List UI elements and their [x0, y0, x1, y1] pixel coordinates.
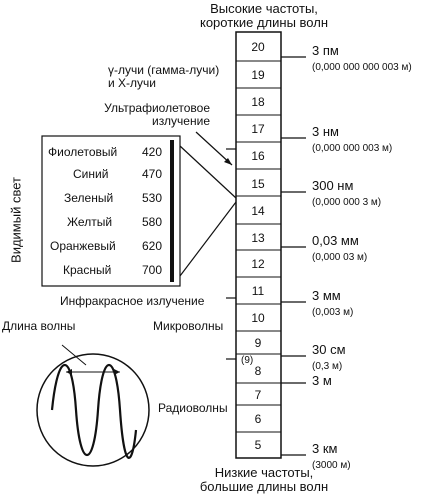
visible-pointer-bottom [179, 201, 237, 277]
scale-14: 14 [251, 204, 265, 218]
visible-row-name: Красный [63, 263, 112, 277]
gamma-label: γ-лучи (гамма-лучи) и Х-лучи [108, 63, 220, 90]
visible-row-name: Фиолетовый [48, 145, 118, 159]
visible-row-name: Оранжевый [50, 239, 116, 253]
ir-label: Инфракрасное излучение [60, 294, 205, 308]
sine-wave [50, 363, 138, 459]
scale-15: 15 [251, 177, 265, 191]
visible-row-nm: 420 [142, 145, 163, 159]
visible-row-name: Синий [73, 167, 109, 181]
visible-row-nm: 620 [142, 239, 163, 253]
scale-20: 20 [251, 40, 265, 54]
visible-light-title: Видимый свет [8, 177, 24, 263]
right-label-30cm: 30 см (0,3 м) [312, 342, 346, 373]
right-label-3nm: 3 нм (0,000 000 003 м) [312, 124, 393, 155]
scale-11: 11 [251, 284, 265, 298]
scale-9: 9 [254, 336, 262, 350]
uv-arrowhead [224, 158, 232, 165]
bottom-title: Низкие частоты, большие длины волн [199, 465, 329, 494]
right-label-003mm: 0,03 мм (0,000 03 м) [312, 233, 368, 264]
right-ticks [281, 56, 306, 456]
wavelength-arrowhead-left [66, 369, 72, 375]
right-label-3m: 3 м [312, 373, 332, 388]
visible-light-box [41, 135, 181, 287]
scale-18: 18 [251, 95, 265, 109]
wavelength-pointer [61, 344, 87, 366]
visible-pointer-top [179, 145, 237, 199]
scale-9-overlap: (9) [241, 355, 254, 366]
scale-8: 8 [254, 364, 262, 378]
visible-row-name: Зеленый [64, 191, 114, 205]
visible-row-name: Желтый [67, 215, 113, 229]
right-label-3mm: 3 мм (0,003 м) [312, 288, 354, 319]
right-label-3pm: 3 пм (0,000 000 000 003 м) [312, 43, 412, 74]
wavelength-arrowhead-right [114, 369, 120, 375]
radio-label: Радиоволны [158, 401, 228, 415]
right-label-3km: 3 км (3000 м) [312, 441, 351, 472]
scale-dividers [236, 60, 281, 433]
scale-7: 7 [254, 388, 262, 402]
scale-17: 17 [251, 122, 265, 136]
right-label-300nm: 300 нм (0,000 000 3 м) [312, 178, 382, 209]
uv-arrow [195, 131, 233, 166]
scale-13: 13 [251, 231, 265, 245]
top-title: Высокие частоты, короткие длины волн [199, 1, 329, 30]
scale-12: 12 [251, 257, 265, 271]
visible-row-nm: 470 [142, 167, 163, 181]
scale-6: 6 [254, 412, 262, 426]
scale-10: 10 [251, 311, 265, 325]
wavelength-label: Длина волны [2, 319, 76, 333]
visible-row-nm: 700 [142, 263, 163, 277]
microwave-label: Микроволны [153, 319, 224, 333]
visible-row-nm: 580 [142, 215, 163, 229]
left-ticks [226, 148, 236, 360]
scale-column [235, 31, 282, 459]
visible-row-nm: 530 [142, 191, 163, 205]
scale-16: 16 [251, 149, 265, 163]
uv-label: Ультрафиолетовое излучение [104, 101, 210, 128]
scale-5: 5 [254, 438, 262, 452]
scale-19: 19 [251, 68, 265, 82]
wave-circle [36, 353, 150, 467]
